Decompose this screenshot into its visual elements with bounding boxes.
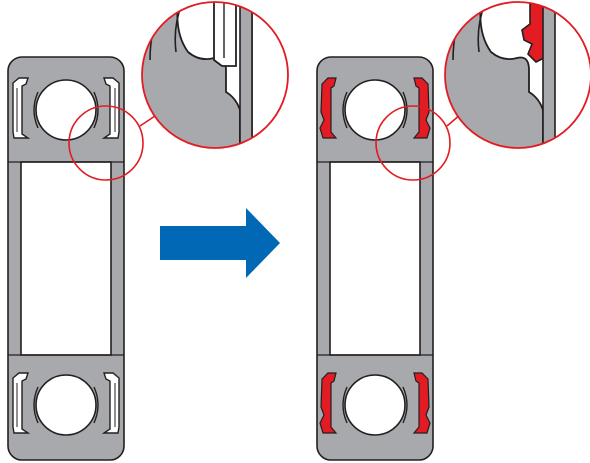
magnifier-small-right — [375, 105, 451, 181]
ball-top-right — [342, 79, 408, 141]
bearing-shielded — [7, 56, 159, 461]
shield-top-left — [12, 77, 120, 139]
arrow-right-icon — [160, 208, 280, 278]
magnifier-small-left — [68, 105, 144, 181]
magnifier-large-right — [444, 1, 590, 149]
magnifier-large-left — [141, 1, 289, 149]
bearing-sealed — [316, 56, 462, 461]
ball-top-left — [33, 79, 99, 141]
ball-bottom-left — [33, 374, 99, 436]
seal-top-right — [319, 77, 431, 139]
seal-bottom-right — [319, 372, 431, 434]
ball-bottom-right — [342, 374, 408, 436]
shield-bottom-left — [12, 372, 120, 434]
